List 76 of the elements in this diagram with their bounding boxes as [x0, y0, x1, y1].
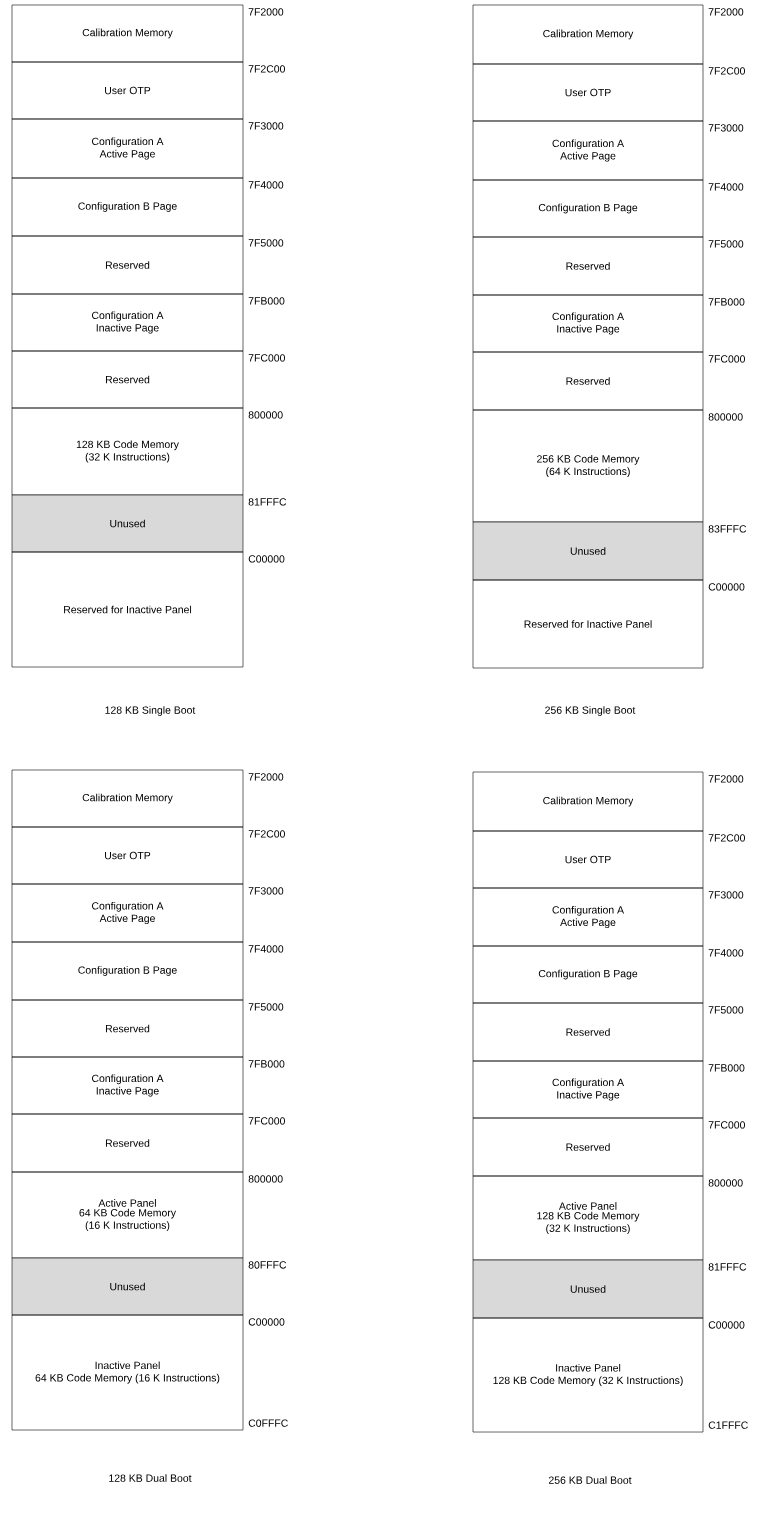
address-label: 7F2C00 — [248, 65, 285, 73]
memory-region-box: Reserved — [472, 351, 704, 411]
address-label: 81FFFC — [708, 1263, 747, 1271]
memory-region-box: Inactive Panel 64 KB Code Memory (16 K Instructions) — [11, 1314, 244, 1431]
memory-region-box: Configuration B Page — [11, 177, 244, 237]
address-label: 7F5000 — [248, 1003, 284, 1011]
address-label: 7F2C00 — [708, 67, 745, 75]
memory-region-box: Reserved — [11, 350, 244, 409]
map-caption: 128 KB Dual Boot — [109, 1474, 192, 1482]
address-label: 7F5000 — [708, 240, 744, 248]
address-label: 7F3000 — [248, 887, 284, 895]
memory-region-box: Inactive Panel 128 KB Code Memory (32 K Instructions) — [472, 1317, 704, 1433]
memory-region-box: Reserved — [11, 999, 244, 1058]
memory-region-box: Configuration B Page — [11, 941, 244, 1001]
memory-region-box: Calibration Memory — [11, 769, 244, 828]
map-caption: 256 KB Dual Boot — [548, 1476, 632, 1484]
address-label: 800000 — [248, 411, 283, 419]
address-label: 7F2C00 — [248, 830, 285, 838]
address-label: C00000 — [248, 555, 285, 563]
memory-region-box: Configuration B Page — [472, 179, 704, 238]
map-caption: 256 KB Single Boot — [545, 706, 636, 716]
address-label: C00000 — [708, 583, 745, 591]
address-label: 7FC000 — [248, 354, 285, 362]
memory-region-box: Reserved for Inactive Panel — [11, 551, 244, 668]
map-caption: 128 KB Single Boot — [105, 706, 196, 716]
memory-region-box: Reserved — [472, 236, 704, 296]
memory-region-box: Calibration Memory — [472, 771, 704, 832]
memory-region-box: Calibration Memory — [11, 4, 244, 63]
memory-region-box: User OTP — [472, 830, 704, 889]
address-label: 7F3000 — [708, 124, 744, 132]
memory-region-box: Reserved — [11, 235, 244, 295]
memory-region-box: Configuration A Active Page — [11, 118, 244, 179]
address-label: 7F5000 — [708, 1006, 744, 1014]
address-label: 7FB000 — [708, 1064, 745, 1072]
address-label: 7F2C00 — [708, 834, 745, 842]
address-label: 7F4000 — [708, 949, 744, 957]
address-label: 800000 — [708, 413, 743, 421]
memory-region-box: Reserved — [472, 1002, 704, 1062]
address-label: 7F3000 — [248, 122, 284, 130]
unused-region: Unused — [11, 1257, 244, 1316]
memory-region-box: Configuration B Page — [472, 945, 704, 1004]
address-label: 800000 — [708, 1179, 743, 1187]
address-label: 80FFFC — [248, 1261, 287, 1269]
address-label: 7FC000 — [708, 1121, 745, 1129]
address-label: 7F4000 — [708, 183, 744, 191]
memory-region-box: Configuration A Inactive Page — [11, 293, 244, 352]
memory-region-box: User OTP — [472, 63, 704, 122]
address-label: 800000 — [248, 1175, 283, 1183]
memory-region-box: Configuration A Inactive Page — [472, 294, 704, 353]
address-label: 81FFFC — [248, 498, 287, 506]
memory-region-box: Reserved for Inactive Panel — [472, 579, 704, 669]
address-label: C00000 — [708, 1321, 745, 1329]
memory-region-box: Configuration A Active Page — [472, 120, 704, 181]
address-label: 7F4000 — [248, 181, 284, 189]
memory-region-box: Reserved — [472, 1117, 704, 1177]
address-label: 7FC000 — [248, 1117, 285, 1125]
memory-region-box: Configuration A Active Page — [472, 887, 704, 947]
unused-region: Unused — [472, 1259, 704, 1319]
memory-region-box: Configuration A Inactive Page — [11, 1056, 244, 1115]
memory-region-box: Reserved — [11, 1113, 244, 1173]
address-label: 7F3000 — [708, 891, 744, 899]
unused-region: Unused — [472, 521, 704, 581]
memory-region-box: Configuration A Inactive Page — [472, 1060, 704, 1119]
memory-region-box: Configuration A Active Page — [11, 883, 244, 943]
memory-region-box: User OTP — [11, 826, 244, 885]
address-label: 7F4000 — [248, 945, 284, 953]
address-label: 7FB000 — [708, 298, 745, 306]
address-label: C00000 — [248, 1318, 285, 1326]
memory-region-box: User OTP — [11, 61, 244, 120]
address-label: 7FB000 — [248, 1060, 285, 1068]
memory-region-box: Calibration Memory — [472, 4, 704, 65]
address-label: 7F5000 — [248, 239, 284, 247]
address-label: 7FC000 — [708, 355, 745, 363]
address-label: 83FFFC — [708, 525, 747, 533]
address-label: 7FB000 — [248, 297, 285, 305]
unused-region: Unused — [11, 494, 244, 553]
